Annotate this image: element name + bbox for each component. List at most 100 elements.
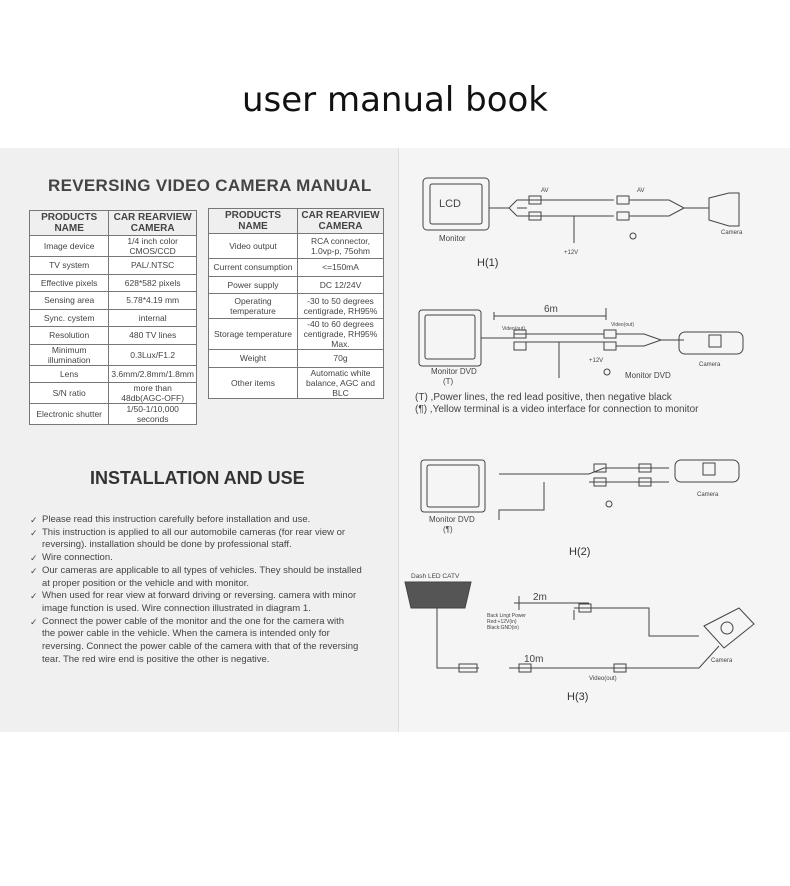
lcd-monitor-icon <box>422 177 490 231</box>
list-item: ✓Connect the power cable of the monitor … <box>30 616 382 667</box>
spec-value-cell: -40 to 60 degrees centigrade, RH95% Max. <box>297 318 384 350</box>
table-header-cell: PRODUCTS NAME <box>28 210 110 236</box>
instruction-text: the power cable in the vehicle. When the… <box>42 628 330 640</box>
spec-name-cell: TV system <box>28 256 110 275</box>
check-icon: ✓ <box>30 527 38 538</box>
instruction-line: ✓When used for rear view at forward driv… <box>30 590 382 603</box>
instruction-line: reversing. Connect the power cable of th… <box>30 641 382 654</box>
instruction-line: ✓Please read this instruction carefully … <box>30 514 382 527</box>
camera-label: Camera <box>711 658 733 664</box>
power-label: Back Lingt Power <box>487 613 526 619</box>
instruction-line: ✓Our cameras are applicable to all types… <box>30 565 382 578</box>
spec-value-cell: internal <box>108 308 197 327</box>
wiring-diagrams: LCD Monitor AV AV +12V Camera H(1) 6m Vi… <box>404 177 755 703</box>
spec-name-cell: S/N ratio <box>28 382 110 404</box>
list-item: ✓Our cameras are applicable to all types… <box>30 565 382 590</box>
spec-value-cell: RCA connector, 1.0vp-p, 75ohm <box>297 233 384 259</box>
camera-label: Camera <box>697 492 719 498</box>
check-icon: ✓ <box>30 591 38 602</box>
dash-label: Dash LED CATV <box>411 573 460 580</box>
spec-value-cell: more than 48db(AGC-OFF) <box>108 382 197 404</box>
camera-icon <box>678 331 744 355</box>
diagram-label: H(1) <box>477 257 498 269</box>
spec-name-cell: Sync. cystem <box>28 308 110 327</box>
note-power-lines: (T) ,Power lines, the red lead positive,… <box>415 392 673 403</box>
power-lead-icon <box>498 482 545 520</box>
instruction-text: image function is used. Wire connection … <box>42 602 311 614</box>
instruction-text: Our cameras are applicable to all types … <box>42 564 362 576</box>
video-out-label: Video(out) <box>502 326 525 332</box>
camera-cable-icon <box>616 333 684 347</box>
spec-table-left-header: PRODUCTS NAME CAR REARVIEW CAMERA <box>28 210 197 236</box>
instruction-text: Wire connection. <box>42 552 113 564</box>
spec-value-cell: DC 12/24V <box>297 275 384 294</box>
rca-connector-icon <box>513 329 527 339</box>
spec-name-cell: Image device <box>28 235 110 257</box>
power-label: Black:GND(in) <box>487 625 519 631</box>
spec-value-cell: 0.3Lux/F1.2 <box>108 343 197 366</box>
rca-connector-icon <box>578 603 592 613</box>
spec-value-cell: 1/4 inch color CMOS/CCD <box>108 235 197 257</box>
left-page: REVERSING VIDEO CAMERA MANUAL PRODUCTS N… <box>0 148 398 732</box>
note-yellow-terminal: (¶) ,Yellow terminal is a video interfac… <box>415 404 699 415</box>
rca-connector-icon <box>513 341 527 351</box>
diagram-label: H(2) <box>569 546 590 558</box>
rca-connector-icon <box>638 477 652 487</box>
av-connector-icon <box>616 211 630 221</box>
instruction-text: reversing. Connect the power cable of th… <box>42 641 359 653</box>
camera-lens-icon <box>708 334 722 348</box>
spec-value-cell: 70g <box>297 349 384 368</box>
monitor-screen-icon <box>424 314 476 360</box>
voltage-label: +12V <box>564 250 578 256</box>
page-heading: user manual book <box>242 80 548 120</box>
distance-label: 2m <box>533 592 547 603</box>
av-connector-icon <box>616 195 630 205</box>
spec-table-right: PRODUCTS NAME CAR REARVIEW CAMERA Video … <box>208 208 384 399</box>
spec-name-cell: Electronic shutter <box>28 403 110 425</box>
instruction-line: ✓This instruction is applied to all our … <box>30 527 382 540</box>
list-item: ✓Please read this instruction carefully … <box>30 514 382 527</box>
monitor-label: Monitor DVD <box>431 367 477 376</box>
spec-name-cell: Weight <box>208 349 298 368</box>
av-cable-icon <box>527 199 614 217</box>
lcd-screen-icon <box>429 183 483 225</box>
check-icon: ✓ <box>30 553 38 564</box>
spec-table-left: PRODUCTS NAME CAR REARVIEW CAMERA Image … <box>28 210 197 425</box>
table-row: Current consumption<=150mA <box>208 258 384 277</box>
camera-lens-icon <box>720 621 734 635</box>
ground-icon <box>605 500 613 508</box>
voltage-label: +12V <box>589 358 603 364</box>
spec-name-cell: Minimum illumination <box>28 343 110 366</box>
rca-connector-icon <box>593 477 607 487</box>
spec-value-cell: <=150mA <box>297 258 384 277</box>
right-page: LCD Monitor AV AV +12V Camera H(1) 6m Vi… <box>398 148 790 732</box>
table-row: Storage temperature-40 to 60 degrees cen… <box>208 318 384 350</box>
video-cable-icon <box>481 333 604 343</box>
camera-label: Camera <box>699 362 721 368</box>
av-label: AV <box>541 188 549 194</box>
rca-connector-icon <box>613 663 627 673</box>
rca-connector-icon <box>603 341 617 351</box>
spec-value-cell: -30 to 50 degrees centigrade, RH95% <box>297 293 384 319</box>
rca-connector-icon <box>518 663 532 673</box>
spec-name-cell: Current consumption <box>208 258 298 277</box>
spec-value-cell: 1/50-1/10,000 seconds <box>108 403 197 425</box>
install-title: INSTALLATION AND USE <box>90 468 305 488</box>
instruction-line: reversing). installation should be done … <box>30 539 382 552</box>
spec-name-cell: Video output <box>208 233 298 259</box>
spec-value-cell: PAL/.NTSC <box>108 256 197 275</box>
instruction-line: the power cable in the vehicle. When the… <box>30 628 382 641</box>
monitor-sub-label: (¶) <box>443 525 453 534</box>
distance-label: 6m <box>544 304 558 315</box>
monitor-label: Monitor <box>439 234 466 243</box>
spec-name-cell: Storage temperature <box>208 318 298 350</box>
